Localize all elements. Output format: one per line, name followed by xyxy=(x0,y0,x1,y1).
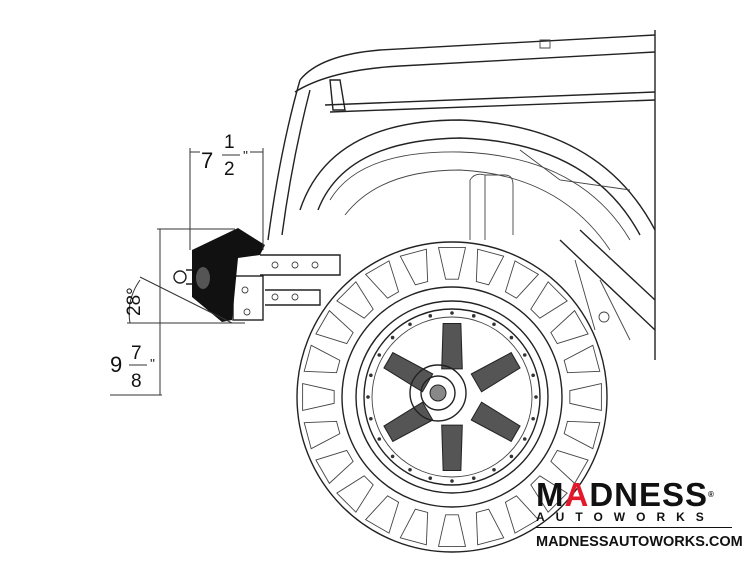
tread-block xyxy=(475,248,505,286)
bead-bolt xyxy=(531,416,535,421)
height-denominator: 8 xyxy=(131,371,142,392)
vehicle-body xyxy=(232,30,656,360)
registered-mark: ® xyxy=(708,490,715,499)
bead-lock-bolts xyxy=(366,311,538,483)
bead-bolt xyxy=(390,335,395,340)
width-denominator: 2 xyxy=(224,159,235,180)
tread-block xyxy=(364,260,400,299)
bead-bolt xyxy=(428,314,433,318)
wheel-rim xyxy=(355,300,549,494)
tread-block xyxy=(302,382,335,412)
bead-bolt xyxy=(450,311,454,315)
tread-block xyxy=(475,508,505,546)
bead-bolt xyxy=(471,476,476,480)
madness-autoworks-logo: MADNESS® AUTOWORKS MADNESSAUTOWORKS.COM xyxy=(536,478,743,550)
wheel-spokes xyxy=(383,323,521,471)
bead-bolt xyxy=(369,373,373,378)
wheel-spoke xyxy=(383,401,434,443)
wheel-spoke xyxy=(441,424,463,471)
tire-tread-blocks xyxy=(302,247,602,547)
tread-block xyxy=(530,475,568,513)
bead-bolt xyxy=(408,467,412,472)
tread-block xyxy=(315,309,354,345)
width-numerator: 1 xyxy=(224,132,235,153)
tread-block xyxy=(550,449,589,485)
tread-block xyxy=(303,344,341,374)
tread-block xyxy=(569,382,602,412)
bead-bolt xyxy=(366,395,370,399)
bead-bolt xyxy=(492,322,496,327)
bead-bolt xyxy=(377,437,382,441)
tread-block xyxy=(563,344,601,374)
logo-brand: MADNESS® xyxy=(536,478,732,512)
logo-letter-a: A xyxy=(564,476,590,513)
tread-block xyxy=(504,495,540,534)
bead-bolt xyxy=(369,416,373,421)
logo-tagline: AUTOWORKS xyxy=(536,510,732,528)
website-url: MADNESSAUTOWORKS.COM xyxy=(536,534,743,550)
tire xyxy=(296,241,608,553)
bead-bolt xyxy=(522,353,527,357)
angle-label: 28° xyxy=(124,287,145,316)
logo-letters: DNESS xyxy=(589,476,709,513)
bead-bolt xyxy=(509,454,514,459)
bead-bolt xyxy=(534,395,538,399)
tread-block xyxy=(399,508,429,546)
height-unit: '' xyxy=(150,356,155,371)
tread-block xyxy=(437,514,467,547)
width-unit: '' xyxy=(243,148,248,163)
bead-bolt xyxy=(509,335,514,340)
tread-block xyxy=(530,281,568,319)
height-whole: 9 xyxy=(110,352,122,377)
tread-block xyxy=(315,449,354,485)
tread-block xyxy=(437,247,467,280)
tread-block xyxy=(563,420,601,450)
bumper-end-cap xyxy=(173,228,265,322)
tread-block xyxy=(550,309,589,345)
bead-bolt xyxy=(531,373,535,378)
tread-block xyxy=(336,475,374,513)
wheel-spoke xyxy=(470,351,521,393)
tread-block xyxy=(336,281,374,319)
bead-bolt xyxy=(377,353,382,357)
bead-bolt xyxy=(428,476,433,480)
wheel-spoke xyxy=(470,401,521,443)
bead-bolt xyxy=(471,314,476,318)
tread-block xyxy=(364,495,400,534)
wheel-spoke xyxy=(441,323,463,370)
bead-bolt xyxy=(408,322,412,327)
bead-bolt xyxy=(522,437,527,441)
width-whole: 7 xyxy=(201,148,213,173)
dimension-height: 28° 9 7 8 '' xyxy=(110,228,245,396)
tread-block xyxy=(399,248,429,286)
wheel-spoke xyxy=(383,351,434,393)
tread-block xyxy=(504,260,540,299)
tread-block xyxy=(303,420,341,450)
bead-bolt xyxy=(492,467,496,472)
bead-bolt xyxy=(390,454,395,459)
dimension-width: 7 1 2 '' xyxy=(189,132,264,250)
bead-bolt xyxy=(450,479,454,483)
logo-letter-m: M xyxy=(536,476,565,513)
height-numerator: 7 xyxy=(131,343,142,364)
